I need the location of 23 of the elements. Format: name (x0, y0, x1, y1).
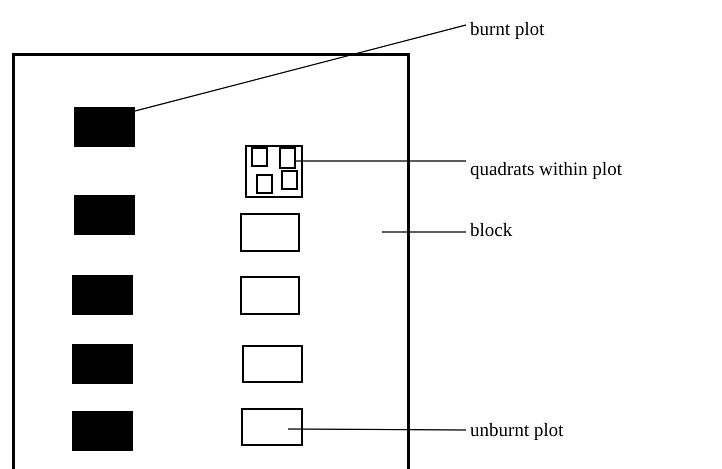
unburnt-plot (240, 213, 300, 252)
callout-label: quadrats within plot (470, 159, 622, 181)
leader-line (134, 24, 466, 112)
quadrat (279, 147, 296, 169)
callout-label: block (470, 220, 512, 242)
block-outline (12, 53, 410, 469)
leader-line (288, 428, 466, 431)
burnt-plot (72, 411, 133, 451)
callout-label: unburnt plot (470, 420, 564, 442)
leader-line (296, 160, 466, 162)
unburnt-plot (242, 345, 303, 383)
leader-line (382, 231, 466, 233)
burnt-plot (74, 107, 135, 147)
unburnt-plot (245, 145, 303, 198)
callout-label: burnt plot (470, 19, 544, 41)
quadrat (251, 147, 268, 167)
unburnt-plot (241, 408, 303, 446)
burnt-plot (72, 344, 133, 384)
burnt-plot (74, 195, 135, 235)
burnt-plot (72, 275, 133, 315)
unburnt-plot (240, 276, 300, 315)
quadrat (281, 170, 298, 190)
quadrat (256, 174, 273, 194)
